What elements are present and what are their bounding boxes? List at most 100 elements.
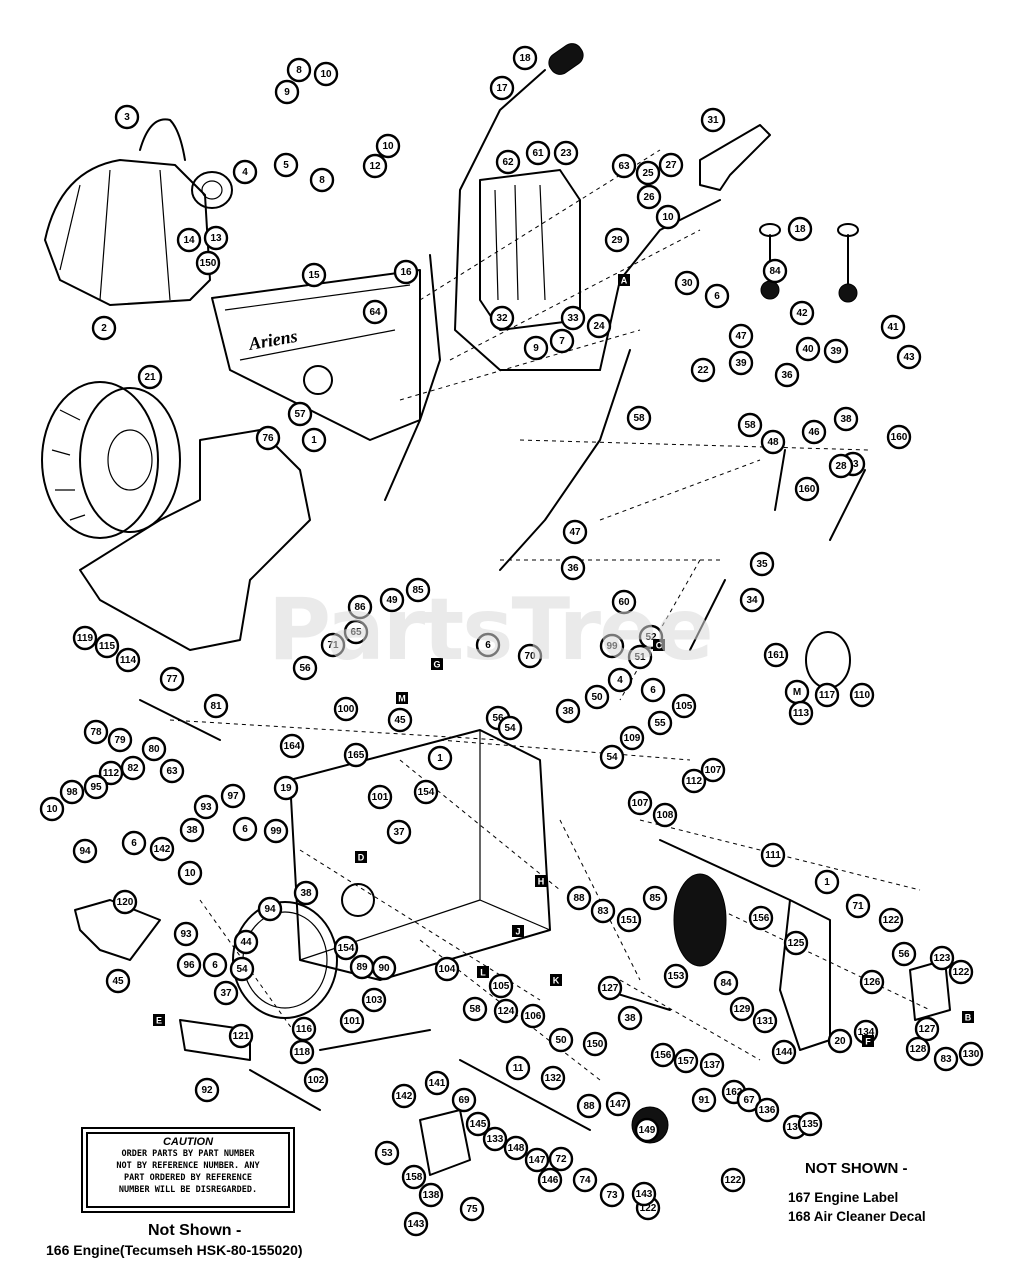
callout-93: 93 (193, 794, 219, 820)
svg-text:A: A (621, 276, 628, 286)
callout-76: 76 (255, 425, 281, 451)
svg-text:C: C (656, 641, 663, 651)
callout-6: 6 (202, 952, 228, 978)
callout-circle (607, 667, 633, 693)
callout-4: 4 (607, 667, 633, 693)
callout-label: 99 (606, 641, 618, 652)
callout-112: 112 (98, 760, 124, 786)
callout-circle (599, 744, 625, 770)
callout-circle (343, 619, 369, 645)
connector-tag-B: B (962, 1011, 974, 1023)
callout-58: 58 (462, 996, 488, 1022)
callout-label: 156 (655, 1050, 672, 1061)
callout-label: 122 (883, 915, 900, 926)
callout-circle (655, 204, 681, 230)
callout-circle (560, 555, 586, 581)
callout-label: 47 (735, 331, 747, 342)
callout-circle (112, 889, 138, 915)
callout-circle (562, 519, 588, 545)
callout-104: 104 (434, 956, 460, 982)
svg-text:B: B (965, 1013, 972, 1023)
callout-circle (878, 907, 904, 933)
callout-label: 45 (112, 976, 124, 987)
callout-circle (763, 642, 789, 668)
callout-18: 18 (787, 216, 813, 242)
callout-50: 50 (548, 1027, 574, 1053)
callout-label: 125 (788, 938, 805, 949)
callout-6: 6 (475, 632, 501, 658)
callout-22: 22 (690, 357, 716, 383)
disc-part-115 (805, 631, 851, 689)
callout-118: 118 (289, 1039, 315, 1065)
callout-149: 149 (634, 1117, 660, 1143)
callout-circle (309, 167, 335, 193)
callout-label: 26 (643, 192, 655, 203)
callout-3: 3 (114, 104, 140, 130)
callout-label: 73 (606, 1190, 618, 1201)
callout-circle (489, 75, 515, 101)
callout-132: 132 (540, 1065, 566, 1091)
callout-58: 58 (737, 412, 763, 438)
callout-label: 134 (858, 1027, 875, 1038)
callout-17: 17 (489, 75, 515, 101)
callout-label: 54 (236, 964, 248, 975)
callout-37: 37 (213, 980, 239, 1006)
callout-circle (783, 930, 809, 956)
callout-label: 6 (485, 640, 491, 651)
callout-label: 36 (567, 563, 579, 574)
callout-147: 147 (605, 1091, 631, 1117)
callout-39: 39 (728, 350, 754, 376)
callout-49: 49 (379, 587, 405, 613)
callout-circle (611, 153, 637, 179)
callout-88: 88 (566, 885, 592, 911)
callout-121: 121 (228, 1023, 254, 1049)
gear-part-13 (191, 171, 233, 209)
callout-64: 64 (362, 299, 388, 325)
callout-1: 1 (814, 869, 840, 895)
callout-20: 20 (827, 1028, 853, 1054)
rod-part-16 (384, 254, 441, 501)
callout-18: 18 (512, 45, 538, 71)
callout-55: 55 (647, 710, 673, 736)
callout-77: 77 (159, 666, 185, 692)
callout-circle (548, 1146, 574, 1172)
callout-label: 13 (210, 233, 222, 244)
callout-circle (313, 61, 339, 87)
callout-label: 122 (640, 1203, 657, 1214)
callout-circle (418, 1182, 444, 1208)
callout-label: 14 (183, 235, 195, 246)
callout-circle (626, 405, 652, 431)
callout-circle (451, 1087, 477, 1113)
callout-label: 58 (633, 413, 645, 424)
callout-label: 103 (366, 995, 383, 1006)
caution-line: NOT BY REFERENCE NUMBER. ANY (116, 1161, 260, 1171)
callout-circle (371, 955, 397, 981)
callout-circle (636, 184, 662, 210)
callout-circle (83, 774, 109, 800)
callout-72: 72 (548, 1146, 574, 1172)
callout-label: 10 (184, 868, 196, 879)
callout-63: 63 (611, 153, 637, 179)
callout-circle (720, 1167, 746, 1193)
callout-105: 105 (488, 973, 514, 999)
callout-circle (203, 225, 229, 251)
callout-9: 9 (523, 335, 549, 361)
callout-circle (560, 305, 586, 331)
callout-label: 29 (611, 235, 623, 246)
callout-label: 40 (802, 344, 814, 355)
callout-158: 158 (401, 1164, 427, 1190)
callout-circle (752, 1008, 778, 1034)
callout-circle (795, 336, 821, 362)
callout-label: 81 (210, 701, 222, 712)
callout-label: 136 (759, 1105, 776, 1116)
callout-131: 131 (752, 1008, 778, 1034)
callout-label: 114 (120, 655, 137, 666)
callout-81: 81 (203, 693, 229, 719)
callout-label: 67 (743, 1095, 755, 1106)
callout-67: 67 (736, 1087, 762, 1113)
callout-111: 111 (760, 842, 786, 868)
callout-43: 43 (896, 344, 922, 370)
callout-label: 45 (394, 715, 406, 726)
callout-164: 164 (279, 733, 305, 759)
callout-circle (333, 935, 359, 961)
